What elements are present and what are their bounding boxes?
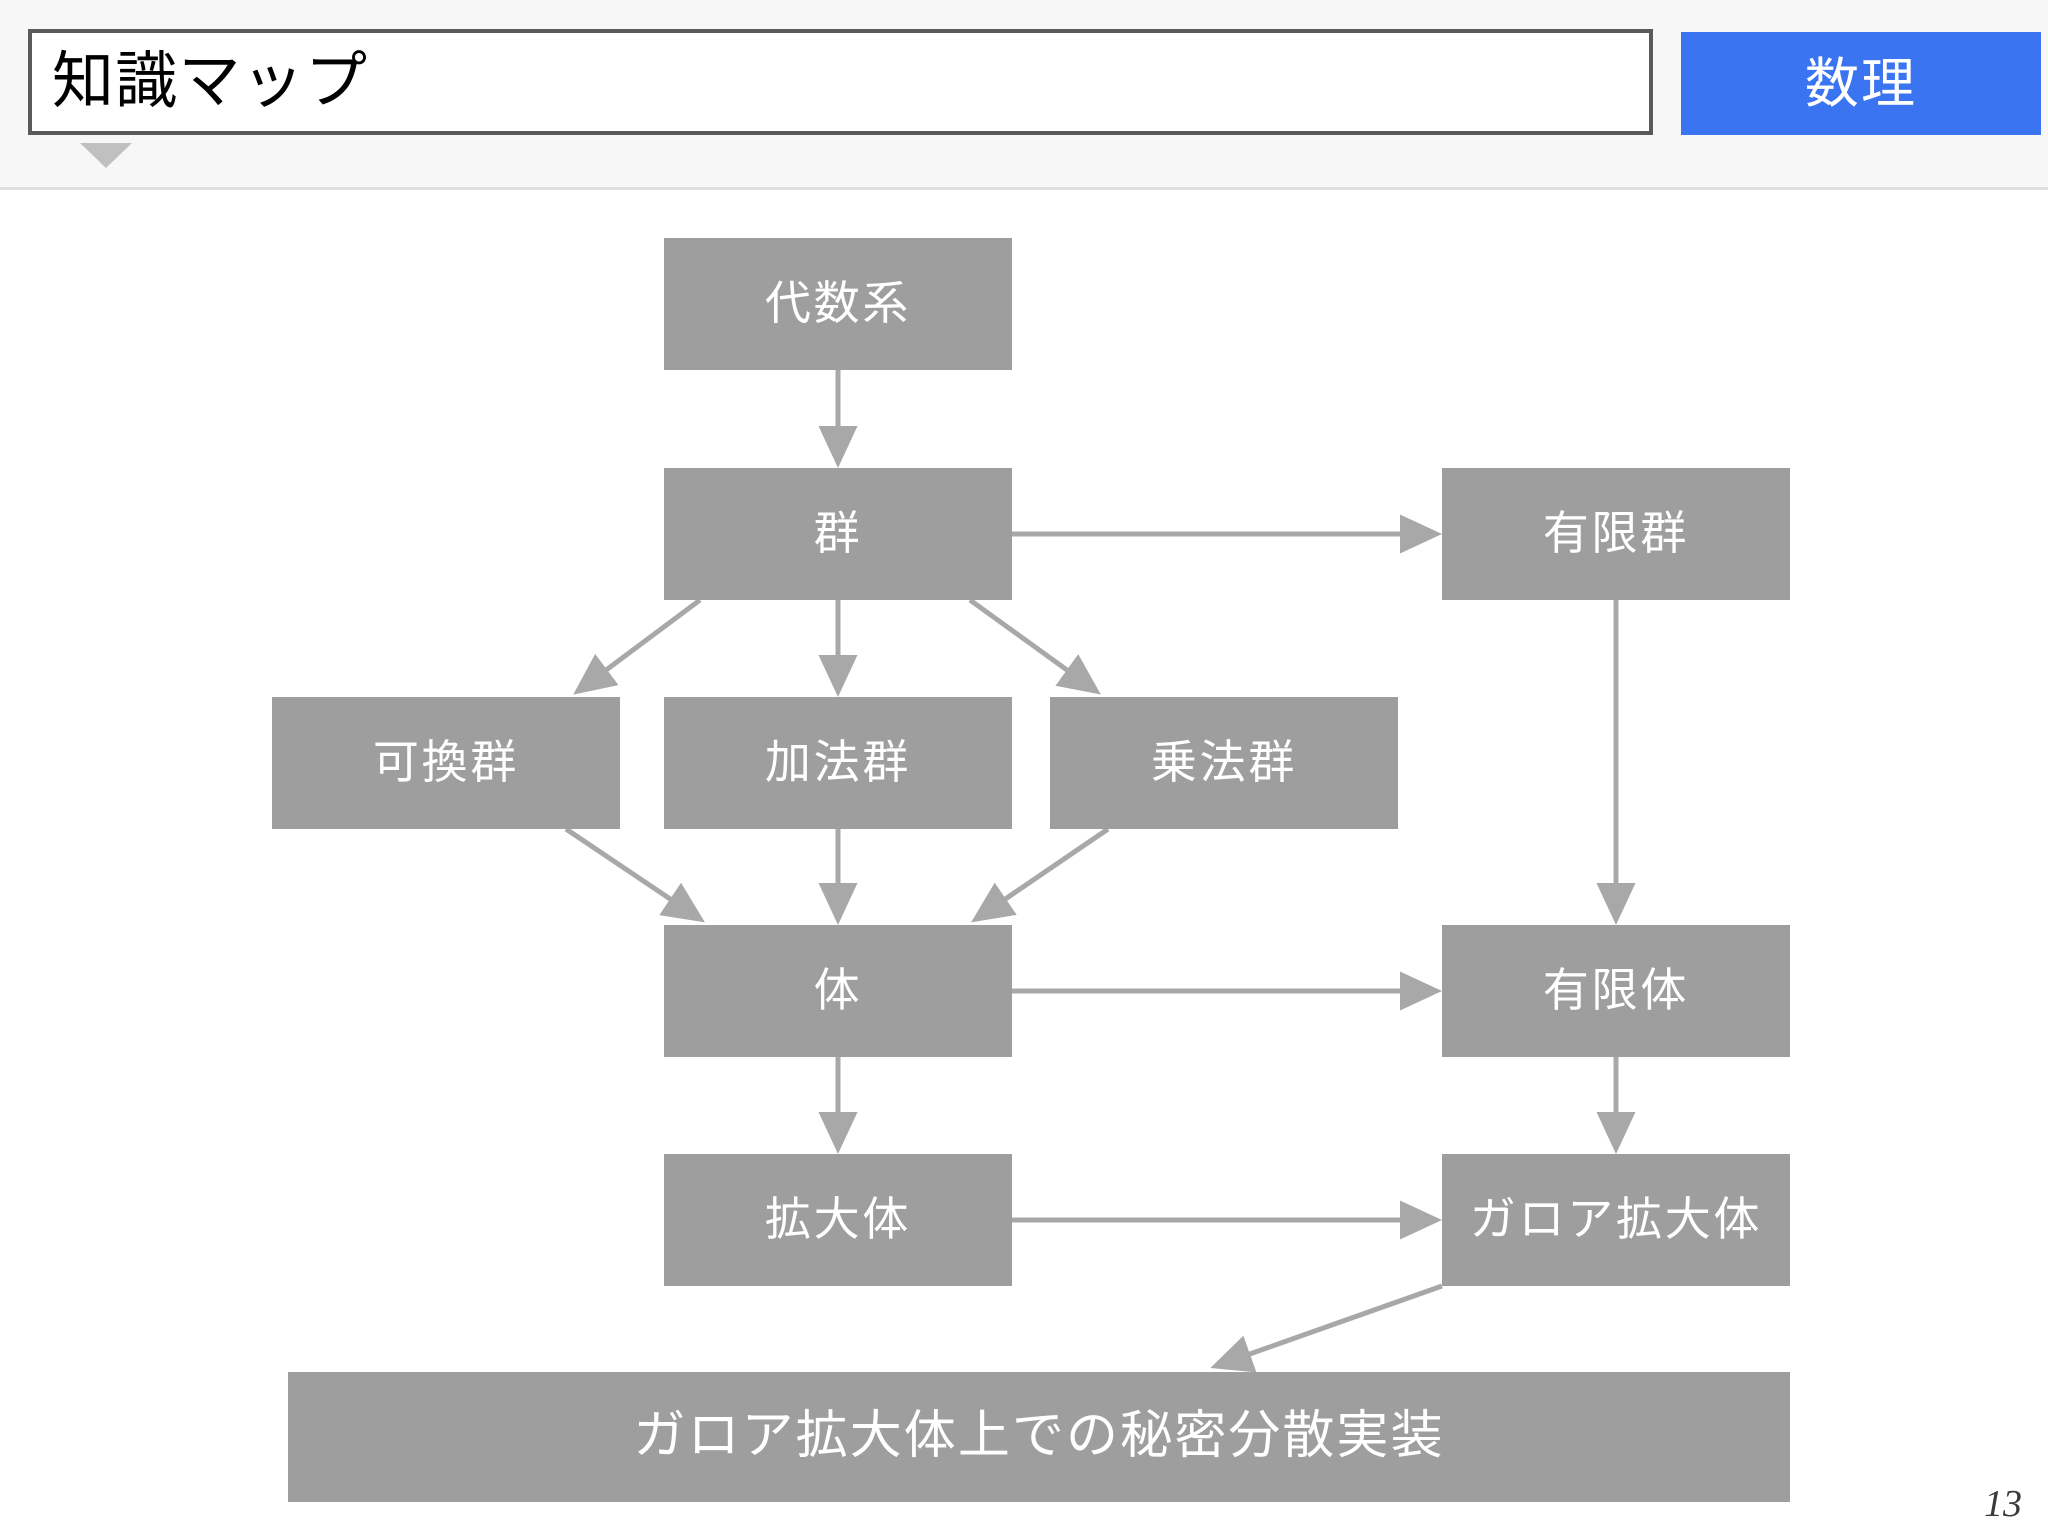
- node-label: ガロア拡大体上での秘密分散実装: [633, 1408, 1445, 1465]
- edge-multiplicative-group-to-field: [971, 826, 1110, 923]
- triangle-down-icon[interactable]: [80, 143, 132, 168]
- edge-galois-extension-to-secret-sharing: [1210, 1283, 1443, 1373]
- node-label: 有限群: [1542, 508, 1690, 559]
- knowledge-map-diagram: 代数系 群 有限群 可換群 加法群 乗法群 体 有限体 拡大体 ガロア拡大体 ガ…: [0, 190, 2048, 1536]
- node-label: 可換群: [372, 737, 520, 788]
- node-finite-field[interactable]: 有限体: [1442, 925, 1790, 1057]
- node-field[interactable]: 体: [664, 925, 1012, 1057]
- node-additive-group[interactable]: 加法群: [664, 697, 1012, 829]
- node-label: 体: [813, 965, 863, 1016]
- node-extension-field[interactable]: 拡大体: [664, 1154, 1012, 1286]
- page-number: 13: [1984, 1483, 2022, 1525]
- edge-group-to-multiplicative-group: [968, 597, 1101, 695]
- category-badge[interactable]: 数理: [1681, 32, 2041, 135]
- node-label: ガロア拡大体: [1469, 1194, 1763, 1245]
- node-commutative-group[interactable]: 可換群: [272, 697, 620, 829]
- node-group[interactable]: 群: [664, 468, 1012, 600]
- node-label: 拡大体: [764, 1194, 912, 1245]
- node-label: 乗法群: [1150, 737, 1298, 788]
- page-title: 知識マップ: [52, 48, 369, 116]
- header-bar: 知識マップ 数理: [0, 0, 2048, 190]
- node-galois-extension[interactable]: ガロア拡大体: [1442, 1154, 1790, 1286]
- edge-group-to-commutative-group: [573, 597, 702, 695]
- slide-title-box[interactable]: 知識マップ: [28, 29, 1653, 135]
- edge-commutative-group-to-field: [564, 826, 705, 923]
- node-finite-group[interactable]: 有限群: [1442, 468, 1790, 600]
- node-multiplicative-group[interactable]: 乗法群: [1050, 697, 1398, 829]
- node-label: 加法群: [764, 737, 912, 788]
- node-label: 代数系: [764, 278, 912, 329]
- node-secret-sharing[interactable]: ガロア拡大体上での秘密分散実装: [288, 1372, 1790, 1502]
- node-label: 有限体: [1542, 965, 1690, 1016]
- node-label: 群: [813, 508, 863, 559]
- category-badge-label: 数理: [1804, 53, 1918, 114]
- diagram-edge-layer: [564, 370, 1636, 1373]
- node-algebraic-system[interactable]: 代数系: [664, 238, 1012, 370]
